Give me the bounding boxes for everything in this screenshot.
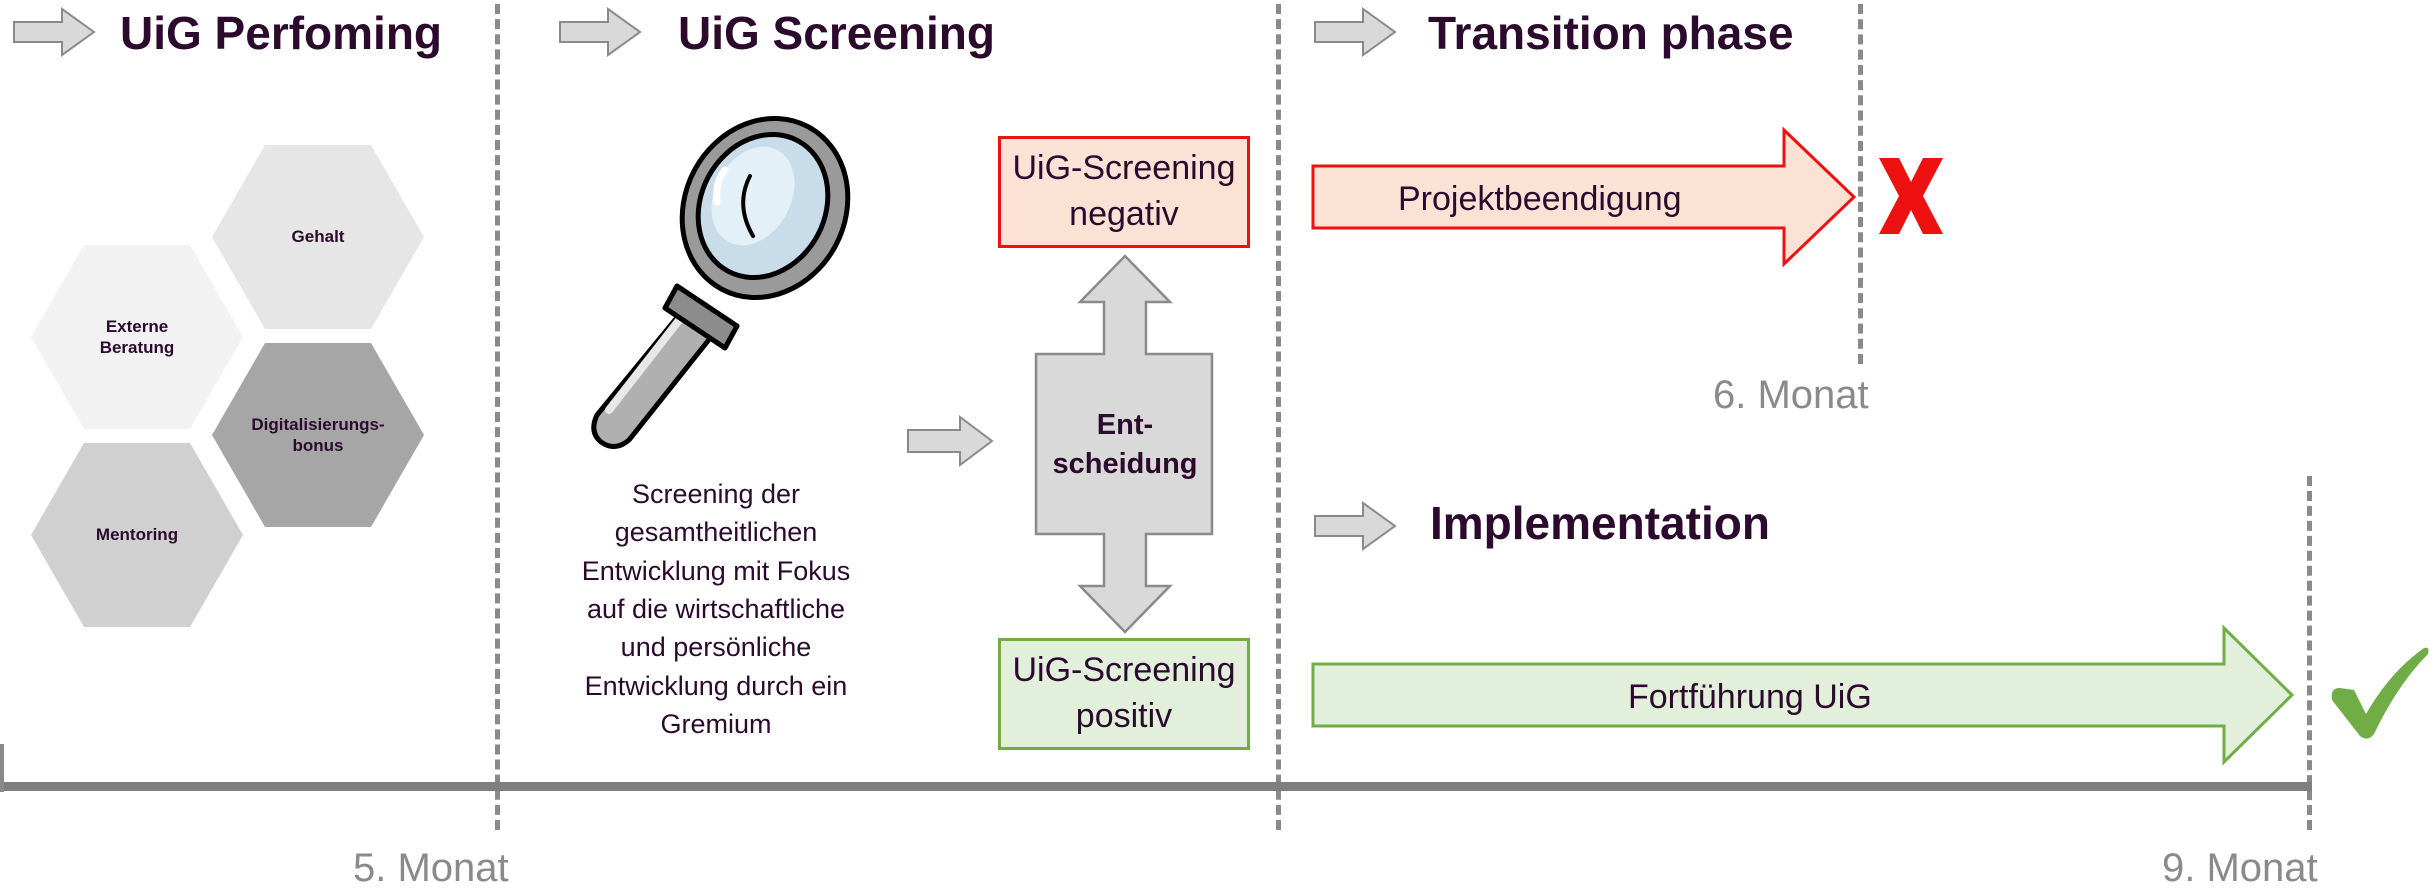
termination-arrow	[1311, 126, 1857, 268]
hexagon-digitalisierungsbonus: Digitalisierungs- bonus	[212, 343, 424, 527]
header-arrow-performing-icon	[13, 7, 96, 57]
divider-month5	[495, 4, 500, 830]
divider-screening-end	[1276, 4, 1281, 830]
screening-description: Screening der gesamtheitlichen Entwicklu…	[581, 479, 851, 739]
hexagon-mentoring: Mentoring	[31, 443, 243, 627]
screening-positive-box: UiG-Screening positiv	[998, 638, 1250, 750]
magnifier-icon	[591, 116, 851, 449]
divider-month6	[1858, 4, 1863, 364]
cross-icon	[1879, 158, 1943, 234]
hexagon-externe-beratung: Externe Beratung	[31, 245, 243, 429]
timeline-axis	[0, 782, 2312, 791]
continuation-label: Fortführung UiG	[1628, 678, 1872, 716]
section-title-transition: Transition phase	[1428, 7, 1794, 59]
header-arrow-screening-icon	[559, 7, 642, 57]
header-arrow-implementation-icon	[1314, 501, 1397, 551]
screening-negative-box: UiG-Screening negativ	[998, 136, 1250, 248]
header-arrow-transition-icon	[1314, 7, 1397, 57]
milestone-month6: 6. Monat	[1713, 373, 1869, 417]
milestone-month9: 9. Monat	[2162, 846, 2318, 890]
continuation-arrow	[1311, 624, 2295, 766]
milestone-month5: 5. Monat	[353, 846, 509, 890]
decision-label: Ent- scheidung	[1052, 408, 1198, 480]
section-title-performing: UiG Perfoming	[120, 7, 443, 59]
section-title-implementation: Implementation	[1430, 497, 1770, 549]
hexagon-gehalt: Gehalt	[212, 145, 424, 329]
check-icon	[2331, 647, 2429, 739]
arrow-to-decision-icon	[907, 415, 994, 467]
divider-month9	[2307, 476, 2312, 830]
termination-label: Projektbeendigung	[1398, 180, 1682, 218]
timeline-start-tick	[0, 744, 4, 792]
section-title-screening: UiG Screening	[678, 7, 995, 59]
decision-double-arrow	[1034, 254, 1214, 634]
